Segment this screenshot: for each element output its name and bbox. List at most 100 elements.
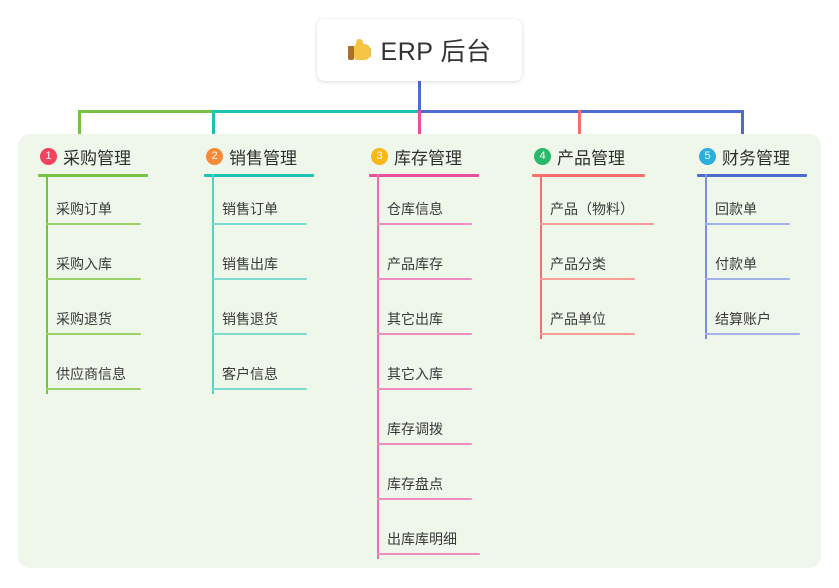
leaf-underline (212, 223, 307, 225)
leaf-label: 其它入库 (387, 366, 443, 382)
branch-title-2: 销售管理 (229, 148, 297, 168)
leaf-label: 销售退货 (222, 311, 278, 327)
leaf-node[interactable]: 客户信息 (204, 356, 314, 390)
branch-stem-4 (540, 174, 542, 339)
leaf-underline (212, 278, 307, 280)
leaf-label: 产品单位 (550, 311, 606, 327)
branch-drop-1 (78, 110, 81, 143)
leaf-label: 销售出库 (222, 256, 278, 272)
bus-segment-1 (78, 110, 213, 113)
leaf-underline (46, 278, 141, 280)
branch-underline-1 (38, 174, 148, 177)
leaf-node[interactable]: 付款单 (697, 246, 807, 280)
leaf-node[interactable]: 出库库明细 (369, 521, 489, 555)
branch-stem-3 (377, 174, 379, 559)
branch-column-2: 2 销售管理 销售订单 销售出库 销售退货 客户信息 (204, 143, 354, 394)
leaf-label: 库存盘点 (387, 476, 443, 492)
leaf-label: 库存调拨 (387, 421, 443, 437)
leaf-node[interactable]: 仓库信息 (369, 191, 479, 225)
branch-badge-5: 5 (699, 147, 716, 165)
branch-badge-3: 3 (371, 147, 388, 165)
leaf-node[interactable]: 结算账户 (697, 301, 807, 335)
leaf-label: 付款单 (715, 256, 757, 272)
leaf-label: 采购退货 (56, 311, 112, 327)
leaf-node[interactable]: 销售退货 (204, 301, 314, 335)
leaf-node[interactable]: 产品（物料） (532, 191, 662, 225)
branch-badge-2: 2 (206, 147, 223, 165)
branch-column-1: 1 采购管理 采购订单 采购入库 采购退货 供应商信息 (38, 143, 188, 394)
branch-title-1: 采购管理 (63, 148, 131, 168)
leaf-node[interactable]: 销售出库 (204, 246, 314, 280)
leaf-underline (46, 223, 141, 225)
leaf-underline (212, 388, 307, 390)
leaf-label: 采购入库 (56, 256, 112, 272)
branch-header-1[interactable]: 1 采购管理 (38, 143, 188, 169)
leaf-label: 回款单 (715, 201, 757, 217)
branch-header-3[interactable]: 3 库存管理 (369, 143, 529, 169)
branch-title-4: 产品管理 (557, 148, 625, 168)
bus-segment-3 (418, 110, 744, 113)
branch-title-3: 库存管理 (394, 148, 462, 168)
leaf-node[interactable]: 产品分类 (532, 246, 642, 280)
leaf-underline (540, 278, 635, 280)
leaf-label: 其它出库 (387, 311, 443, 327)
leaf-label: 销售订单 (222, 201, 278, 217)
leaf-underline (377, 333, 472, 335)
leaf-underline (705, 278, 790, 280)
leaf-label: 结算账户 (715, 311, 771, 327)
branch-stem-1 (46, 174, 48, 394)
leaf-underline (377, 498, 472, 500)
leaf-underline (377, 553, 480, 555)
root-node-card[interactable]: ERP 后台 (317, 19, 522, 81)
diagram-panel (18, 134, 821, 568)
leaf-label: 采购订单 (56, 201, 112, 217)
leaf-node[interactable]: 回款单 (697, 191, 807, 225)
leaf-node[interactable]: 其它出库 (369, 301, 479, 335)
leaf-underline (46, 333, 141, 335)
branch-column-3: 3 库存管理 仓库信息 产品库存 其它出库 其它入库 库存调拨 库存盘点 出库库… (369, 143, 529, 559)
leaf-node[interactable]: 产品单位 (532, 301, 642, 335)
leaf-node[interactable]: 采购退货 (38, 301, 148, 335)
leaf-node[interactable]: 产品库存 (369, 246, 479, 280)
branch-stem-2 (212, 174, 214, 394)
leaf-underline (705, 333, 800, 335)
branch-column-5: 5 财务管理 回款单 付款单 结算账户 (697, 143, 839, 339)
branch-drop-3 (418, 110, 421, 143)
branch-drop-4 (578, 110, 581, 143)
leaf-underline (46, 388, 141, 390)
branch-drop-2 (212, 110, 215, 143)
leaf-node[interactable]: 供应商信息 (38, 356, 148, 390)
branch-column-4: 4 产品管理 产品（物料） 产品分类 产品单位 (532, 143, 702, 339)
leaf-label: 客户信息 (222, 366, 278, 382)
leaf-underline (212, 333, 307, 335)
leaf-node[interactable]: 采购入库 (38, 246, 148, 280)
leaf-node[interactable]: 销售订单 (204, 191, 314, 225)
root-node-title: ERP 后台 (380, 38, 492, 66)
leaf-underline (377, 443, 472, 445)
branch-underline-4 (532, 174, 645, 177)
branch-title-5: 财务管理 (722, 148, 790, 168)
branch-header-2[interactable]: 2 销售管理 (204, 143, 354, 169)
branch-badge-1: 1 (40, 147, 57, 165)
branch-stem-5 (705, 174, 707, 339)
thumbs-up-icon (347, 38, 372, 62)
leaf-node[interactable]: 库存调拨 (369, 411, 479, 445)
leaf-node[interactable]: 采购订单 (38, 191, 148, 225)
leaf-label: 产品库存 (387, 256, 443, 272)
branch-underline-5 (697, 174, 807, 177)
leaf-underline (540, 333, 635, 335)
branch-header-5[interactable]: 5 财务管理 (697, 143, 839, 169)
leaf-underline (377, 223, 472, 225)
leaf-underline (705, 223, 790, 225)
branch-underline-3 (369, 174, 479, 177)
root-connector-vertical (418, 81, 421, 113)
bus-segment-2 (212, 110, 419, 113)
leaf-node[interactable]: 库存盘点 (369, 466, 479, 500)
branch-badge-4: 4 (534, 147, 551, 165)
leaf-label: 供应商信息 (56, 366, 126, 382)
branch-header-4[interactable]: 4 产品管理 (532, 143, 702, 169)
leaf-label: 产品分类 (550, 256, 606, 272)
leaf-label: 出库库明细 (387, 531, 457, 547)
leaf-label: 产品（物料） (550, 201, 634, 217)
leaf-node[interactable]: 其它入库 (369, 356, 479, 390)
